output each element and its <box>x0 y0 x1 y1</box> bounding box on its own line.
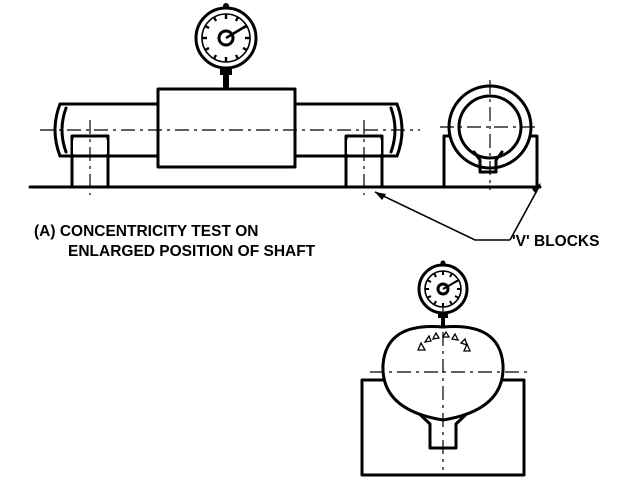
v-blocks-label: 'V' BLOCKS <box>512 233 599 250</box>
dial-gauge-bottom <box>417 260 469 327</box>
v-blocks-leader-lines <box>374 183 541 241</box>
v-block-left <box>70 120 110 195</box>
caption-line-2: ENLARGED POSITION OF SHAFT <box>68 243 316 260</box>
shaft-end-view <box>440 80 540 190</box>
enlarged-shaft-portion <box>156 87 297 169</box>
dial-gauge-top <box>194 3 258 89</box>
enlarged-end-view <box>360 305 530 477</box>
caption-line-1: (A) CONCENTRICITY TEST ON <box>34 223 258 240</box>
v-block-right <box>344 120 384 195</box>
